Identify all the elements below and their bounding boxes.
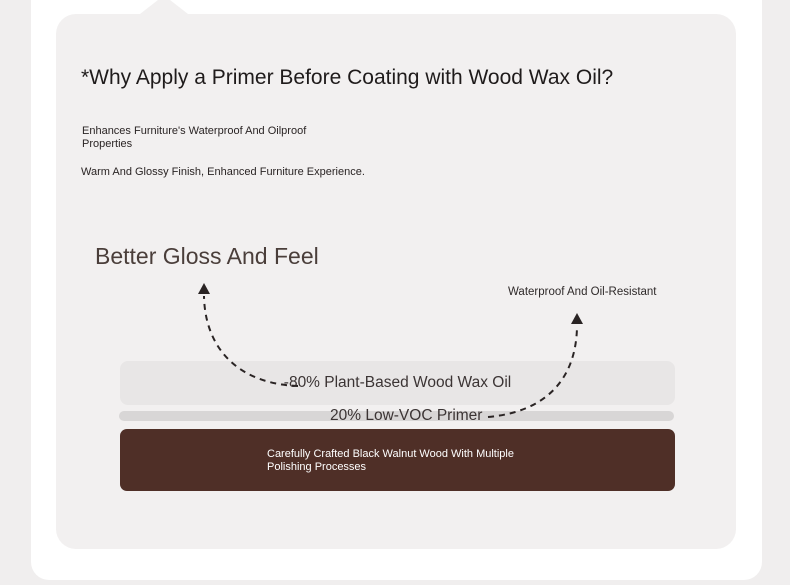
curved-dashed-arrow-up-right-icon — [487, 313, 583, 418]
feature-waterproof-text: Enhances Furniture's Waterproof And Oilp… — [82, 125, 307, 150]
wax-oil-layer-label: -80% Plant-Based Wood Wax Oil — [283, 374, 512, 391]
walnut-wood-label: Carefully Crafted Black Walnut Wood With… — [267, 448, 514, 473]
gloss-callout: Better Gloss And Feel — [95, 243, 319, 269]
curved-dashed-arrow-up-left-icon — [198, 283, 299, 387]
tab-notch — [140, 0, 188, 14]
primer-layer — [119, 411, 674, 421]
resistant-callout: Waterproof And Oil-Resistant — [508, 286, 657, 298]
walnut-wood-layer — [120, 429, 675, 491]
feature-finish-text: Warm And Glossy Finish, Enhanced Furnitu… — [81, 166, 365, 178]
wax-oil-layer — [120, 361, 675, 405]
page-title: *Why Apply a Primer Before Coating with … — [81, 66, 614, 89]
primer-layer-label: 20% Low-VOC Primer — [330, 407, 483, 424]
